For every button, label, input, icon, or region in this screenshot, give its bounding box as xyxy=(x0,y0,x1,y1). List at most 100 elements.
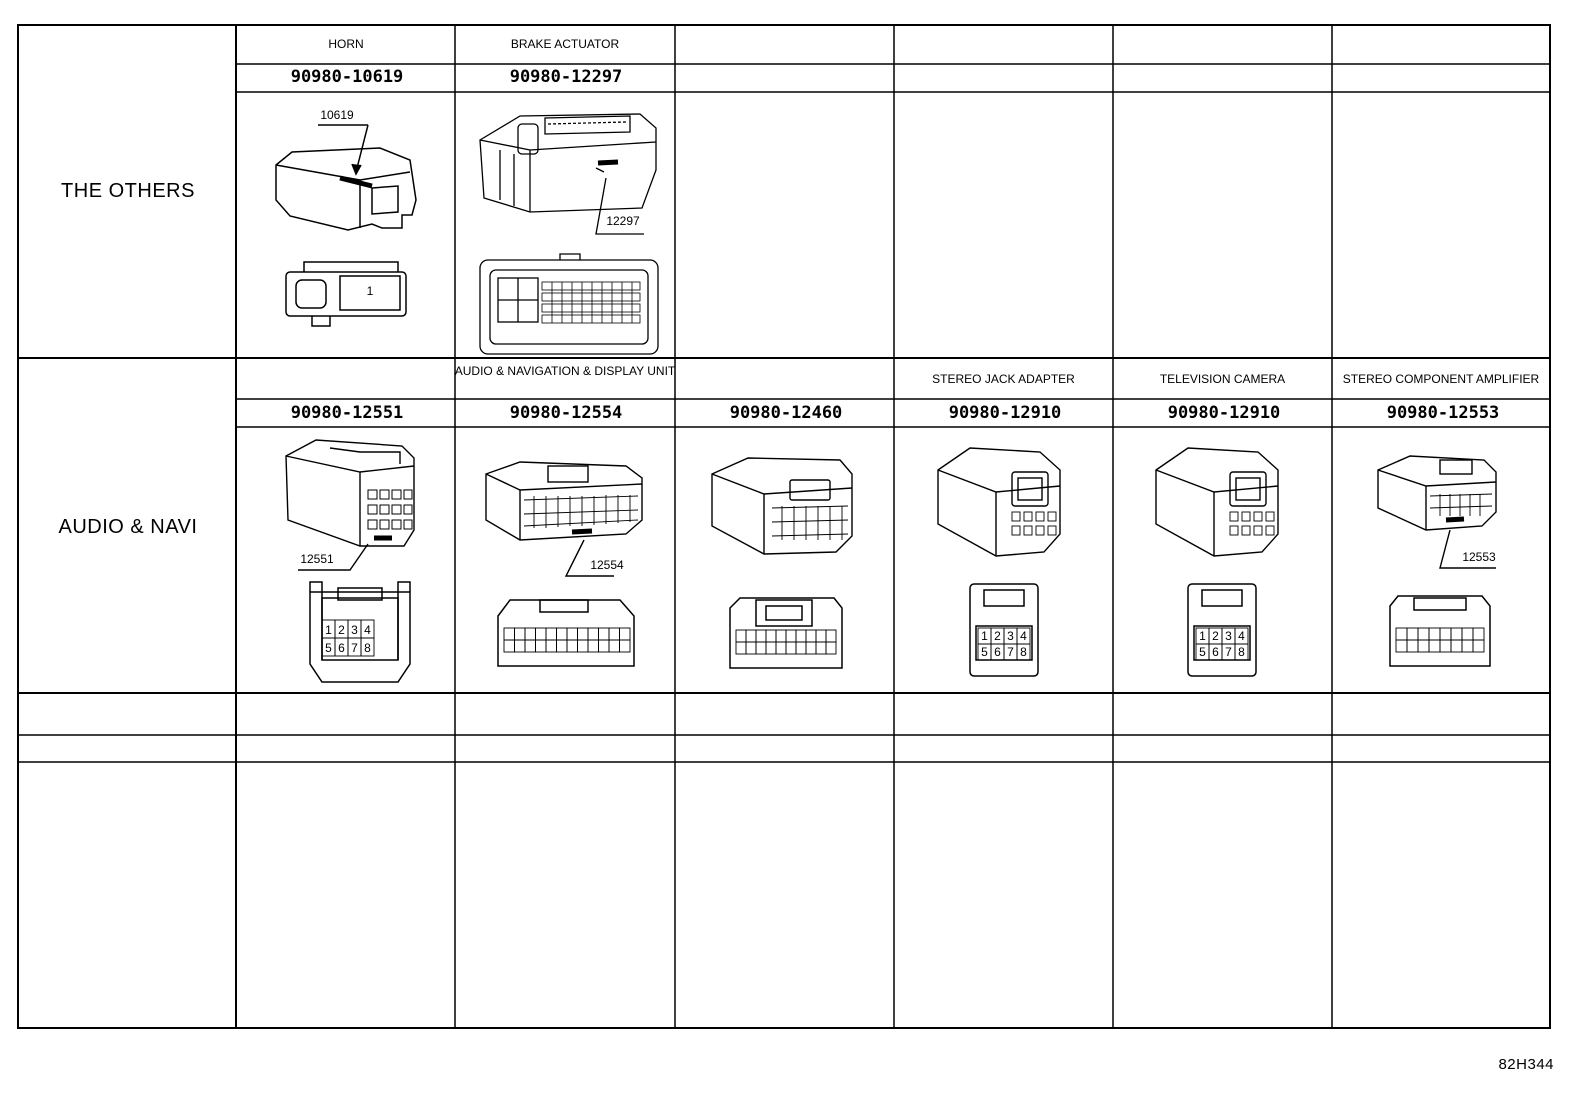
component-stereo-component-amplifier: STEREO COMPONENT AMPLIFIER xyxy=(1342,372,1540,386)
pin-cell xyxy=(556,627,568,641)
pin-cell xyxy=(598,639,610,653)
pin-cell xyxy=(805,641,817,655)
pin-cell xyxy=(815,641,827,655)
pin-cell xyxy=(619,639,631,653)
pin-cell xyxy=(503,627,515,641)
pin-cell xyxy=(1417,639,1430,653)
pin-cell xyxy=(545,627,557,641)
figure-code: 82H344 xyxy=(1498,1056,1554,1073)
pin-number: 4 xyxy=(364,623,371,637)
pin-cell xyxy=(735,629,747,643)
part-number-12553: 90980-12553 xyxy=(1386,403,1500,423)
pin-number: 7 xyxy=(351,641,358,655)
pin-number: 2 xyxy=(1212,629,1219,643)
pin-number: 4 xyxy=(1020,629,1027,643)
pin-grid-12553 xyxy=(1395,627,1485,653)
pin-cell xyxy=(608,639,620,653)
pin-number: 2 xyxy=(994,629,1001,643)
pin-cell xyxy=(503,639,515,653)
pin-number: 6 xyxy=(994,645,1001,659)
pin-number: 5 xyxy=(981,645,988,659)
pin-number: 1 xyxy=(981,629,988,643)
part-number-12551: 90980-12551 xyxy=(290,403,404,423)
pin-number: 8 xyxy=(1238,645,1245,659)
pin-cell xyxy=(825,629,837,643)
pin-cell xyxy=(1406,639,1419,653)
pin-cell xyxy=(535,627,547,641)
pin-number: 5 xyxy=(325,641,332,655)
pin-cell xyxy=(825,641,837,655)
component-brake-actuator: BRAKE ACTUATOR xyxy=(510,37,620,51)
part-number-12460: 90980-12460 xyxy=(729,403,843,423)
connector-12554-drawing xyxy=(485,461,643,577)
pin-number: 7 xyxy=(1225,645,1232,659)
pin-cell xyxy=(805,629,817,643)
brake-connector-drawing xyxy=(479,113,657,235)
pin-cell xyxy=(755,641,767,655)
pin-cell xyxy=(545,639,557,653)
pin-cell xyxy=(360,637,375,657)
pin-cell xyxy=(785,641,797,655)
pin-cell xyxy=(587,639,599,653)
horn-connector-drawing xyxy=(275,124,417,231)
connector-12551-drawing xyxy=(285,439,415,571)
callout-12554: 12554 xyxy=(590,558,624,572)
callout-12553: 12553 xyxy=(1462,550,1496,564)
pin-cell xyxy=(765,641,777,655)
pin-cell xyxy=(535,639,547,653)
connector-12460-face xyxy=(729,597,843,669)
callout-10619: 10619 xyxy=(320,108,354,122)
pin-number: 8 xyxy=(1020,645,1027,659)
pin-cell xyxy=(556,639,568,653)
brake-connector-face xyxy=(479,253,659,355)
pin-number: 3 xyxy=(351,623,358,637)
pin-cell xyxy=(587,627,599,641)
pin-number: 6 xyxy=(1212,645,1219,659)
pin-cell xyxy=(795,629,807,643)
pin-cell xyxy=(745,629,757,643)
callout-12551: 12551 xyxy=(300,552,334,566)
connector-12910-drawing xyxy=(937,447,1061,557)
callout-12297: 12297 xyxy=(606,214,640,228)
component-horn: HORN xyxy=(328,37,364,51)
pin-cell xyxy=(1461,639,1474,653)
pin-cell xyxy=(1439,627,1452,641)
pin-cell xyxy=(1472,627,1485,641)
pin-cell xyxy=(735,641,747,655)
pin-cell xyxy=(785,629,797,643)
category-audio-navi: AUDIO & NAVI xyxy=(58,516,198,538)
connector-12553-drawing xyxy=(1377,455,1497,569)
category-the-others: THE OTHERS xyxy=(61,180,195,202)
pin-number: 2 xyxy=(338,623,345,637)
pin-cell xyxy=(524,639,536,653)
pin-cell xyxy=(566,639,578,653)
pin-grid-12460 xyxy=(735,629,837,655)
pin-cell xyxy=(745,641,757,655)
pin-cell xyxy=(1450,639,1463,653)
pin-cell xyxy=(1406,627,1419,641)
part-number-12910: 90980-12910 xyxy=(948,403,1062,423)
pin-grid-12554 xyxy=(503,627,631,653)
pin-cell xyxy=(1472,639,1485,653)
part-number-horn: 90980-10619 xyxy=(290,67,404,87)
pin-cell xyxy=(1417,627,1430,641)
pin-number: 1 xyxy=(1199,629,1206,643)
pin-cell xyxy=(619,627,631,641)
pin-cell xyxy=(1461,627,1474,641)
pin-cell xyxy=(795,641,807,655)
pin-cell xyxy=(1439,639,1452,653)
pin-number: 6 xyxy=(338,641,345,655)
pin-cell xyxy=(598,627,610,641)
component-audio-nav-display-unit: AUDIO & NAVIGATION & DISPLAY UNIT xyxy=(454,364,676,378)
pin-cell xyxy=(765,629,777,643)
pin-cell xyxy=(815,629,827,643)
pin-cell xyxy=(566,627,578,641)
pin-cell xyxy=(775,629,787,643)
connector-12460-drawing xyxy=(711,457,853,555)
pin-cell xyxy=(514,627,526,641)
pin-cell xyxy=(1016,643,1031,661)
